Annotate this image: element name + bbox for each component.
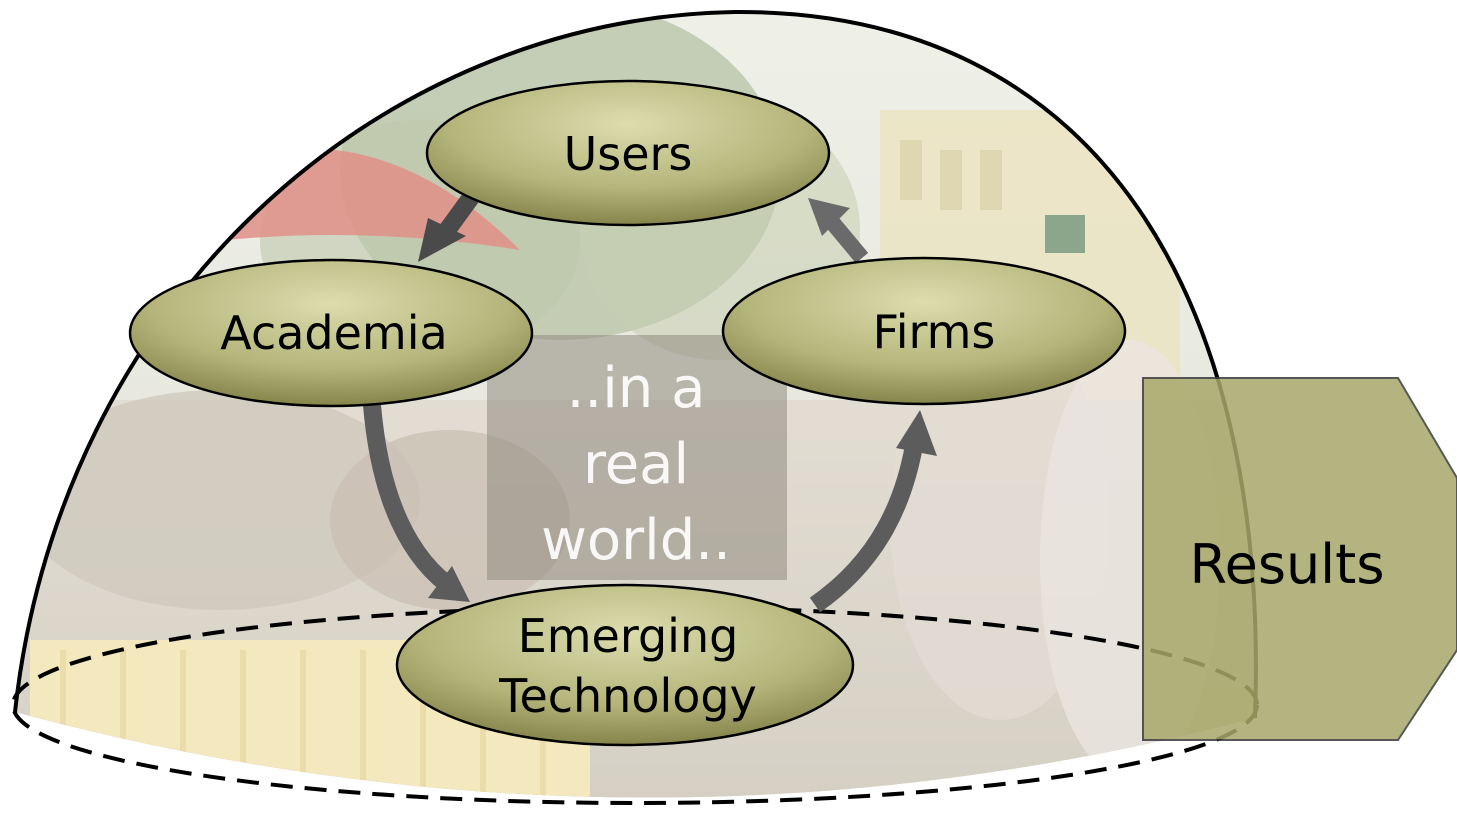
node-users: Users (425, 79, 831, 227)
results-label: Results (1190, 533, 1385, 596)
center-caption: ..in a real world.. (541, 356, 731, 573)
node-emerging-label-line2: Technology (498, 669, 757, 723)
node-emerging-technology: Emerging Technology (395, 583, 855, 747)
node-emerging-label-line1: Emerging (518, 609, 739, 663)
results-box: Results (1142, 377, 1457, 741)
arrow-head-users-icon (808, 198, 850, 236)
arrow-emerging-to-firms (809, 438, 924, 613)
node-firms: Firms (721, 256, 1127, 406)
center-caption-box (487, 335, 787, 580)
cycle-arrows (363, 179, 937, 613)
arrow-head-firms-icon (896, 410, 937, 456)
arrow-head-emerging-icon (428, 566, 470, 602)
node-academia: Academia (128, 258, 534, 408)
dome-outline (13, 9, 1258, 719)
node-users-label: Users (564, 127, 693, 181)
arrow-firms-to-users (825, 216, 869, 264)
node-academia-label: Academia (220, 306, 447, 360)
arrow-head-academia-icon (418, 218, 466, 262)
arrow-academia-to-emerging (363, 404, 461, 598)
center-caption-line2: real (583, 432, 689, 497)
center-caption-line1: ..in a (567, 356, 706, 421)
node-firms-label: Firms (873, 305, 996, 359)
center-caption-line3: world.. (541, 508, 731, 573)
